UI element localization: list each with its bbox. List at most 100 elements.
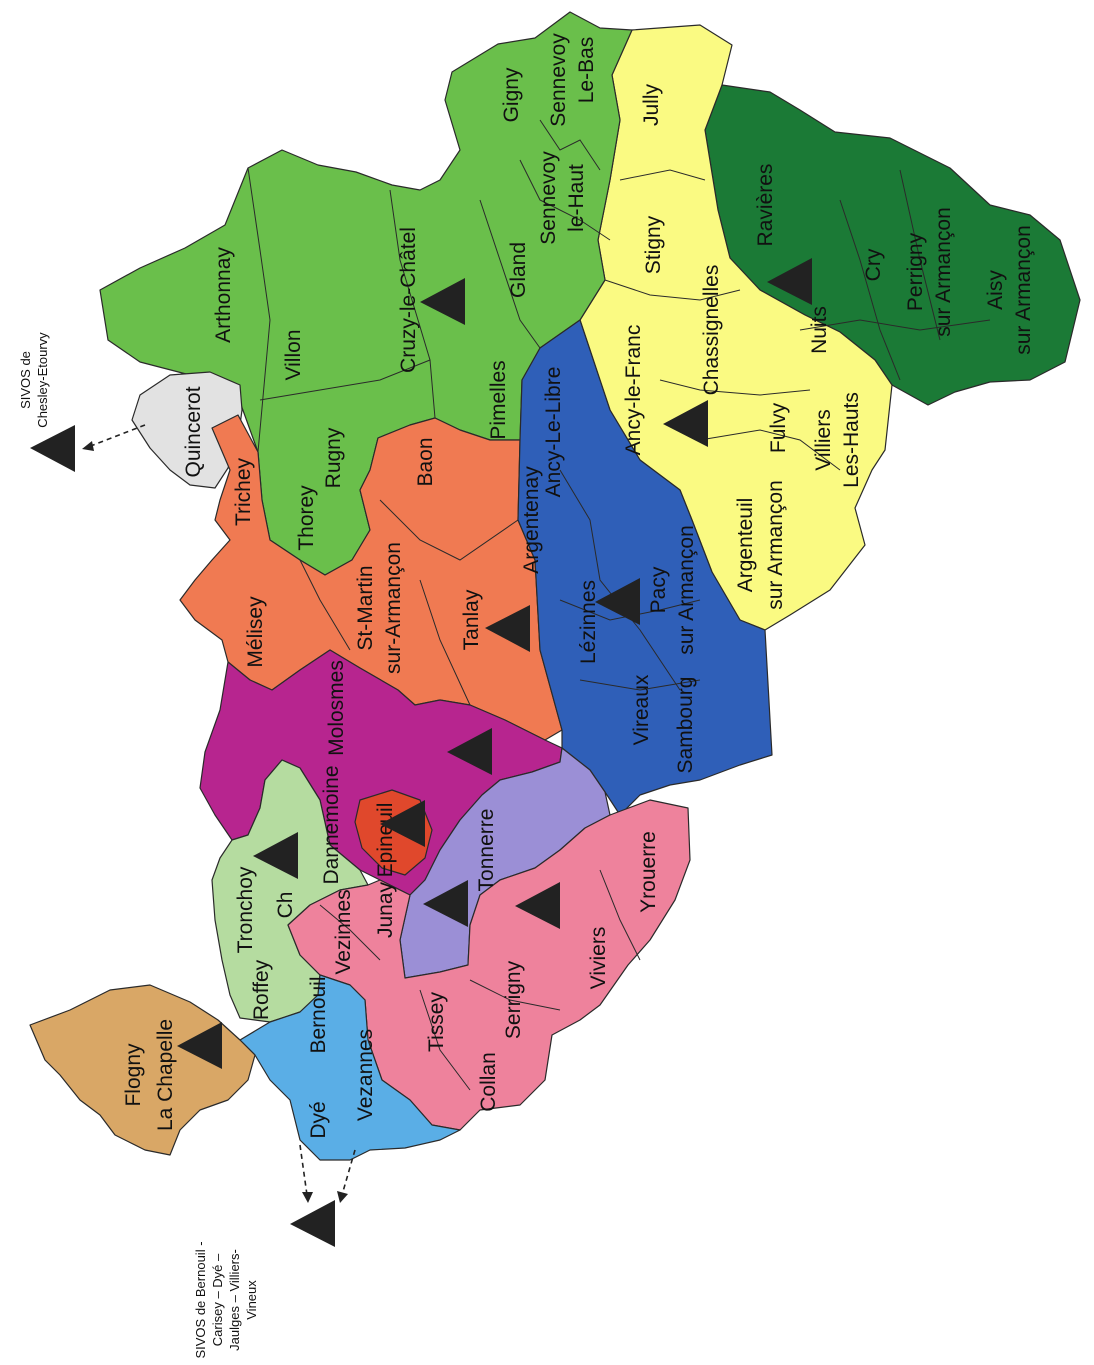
- region-flogny[interactable]: [29, 984, 256, 1156]
- border-line: [299, 559, 351, 651]
- school-marker-triangle[interactable]: [485, 605, 530, 652]
- school-marker-triangle[interactable]: [253, 832, 298, 879]
- border-line: [839, 199, 901, 381]
- label-sennevoy-le-haut: le-Haut: [565, 164, 588, 232]
- label-cry: Cry: [862, 248, 885, 281]
- region-bernouil-group[interactable]: [239, 974, 461, 1161]
- label-pacy: sur Armançon: [675, 525, 698, 655]
- border-line: [247, 167, 271, 453]
- label-epineuil: Epineuil: [374, 803, 397, 878]
- label-stigny: Stigny: [642, 215, 665, 274]
- label-sennevoy-le-bas: Le-Bas: [575, 37, 598, 104]
- border-line: [379, 499, 519, 561]
- label-roffey: Roffey: [250, 959, 273, 1020]
- label-sivos-bernouil: Vineux: [244, 1280, 259, 1320]
- label-serrigny: Serrigny: [502, 960, 525, 1039]
- label-sivos-bernouil: SIVOS de Bernouil -: [193, 1241, 208, 1358]
- label-aisy: Aisy: [984, 270, 1007, 310]
- school-markers: [30, 258, 812, 1247]
- school-marker-triangle[interactable]: [515, 882, 560, 929]
- school-marker-triangle[interactable]: [767, 258, 812, 305]
- label-st-martin: St-Martin: [354, 565, 377, 650]
- school-marker-triangle[interactable]: [663, 400, 708, 447]
- school-marker-triangle[interactable]: [420, 278, 465, 325]
- label-perrigny: Perrigny: [904, 232, 927, 311]
- border-line: [539, 119, 601, 171]
- label-bernouil: Bernouil: [307, 976, 330, 1053]
- label-argentenay: Argentenay: [520, 466, 543, 574]
- region-quincerot[interactable]: [131, 371, 243, 489]
- border-line: [479, 199, 541, 349]
- label-sambourg: Sambourg: [674, 677, 697, 774]
- label-ancy-le-franc: Ancy-le-Franc: [622, 325, 645, 456]
- label-ancy-le-libre: Ancy-Le-Libre: [542, 367, 565, 498]
- arrow-head: [337, 1191, 348, 1203]
- label-ravieres: Ravières: [754, 164, 777, 247]
- label-thorey: Thorey: [295, 485, 318, 551]
- border-line: [579, 679, 701, 691]
- label-st-martin: sur-Armançon: [382, 542, 405, 674]
- label-cheney: Ch: [274, 892, 297, 919]
- label-argenteuil: sur Armançon: [764, 480, 787, 610]
- border-line: [659, 379, 811, 396]
- label-vireaux: Vireaux: [630, 674, 653, 745]
- school-marker-triangle[interactable]: [423, 880, 468, 927]
- label-lezinnes: Lézinnes: [577, 580, 600, 664]
- label-nuits: Nuits: [808, 306, 831, 354]
- label-quincerot: Quincerot: [182, 386, 205, 477]
- border-line: [599, 869, 641, 961]
- school-marker-triangle[interactable]: [177, 1022, 222, 1069]
- label-tronchoy: Tronchoy: [234, 866, 257, 953]
- label-rugny: Rugny: [322, 427, 345, 488]
- label-vezannes: Vezannes: [354, 1029, 377, 1121]
- label-sivos-bernouil: Carisey – Dyé –: [210, 1253, 225, 1346]
- label-jully: Jully: [640, 83, 663, 126]
- label-cruzy-le-chatel: Cruzy-le-Châtel: [397, 227, 420, 373]
- arrow-to-bernouil-sivos: [341, 1149, 356, 1196]
- label-sivos-chesley: Chesley-Etourvy: [35, 332, 50, 428]
- border-line: [519, 159, 611, 241]
- arrow-head: [82, 441, 94, 451]
- border-line: [699, 429, 841, 471]
- region-lezinnes-group[interactable]: [517, 319, 773, 816]
- border-line: [604, 279, 741, 301]
- label-trichey: Trichey: [232, 457, 255, 526]
- regions: [29, 11, 1081, 1161]
- school-marker-triangle[interactable]: [30, 425, 75, 472]
- border-line: [559, 469, 681, 691]
- label-villiers-les-hauts: Villiers: [812, 409, 835, 470]
- label-dye: Dyé: [307, 1101, 330, 1138]
- label-collan: Collan: [477, 1052, 500, 1112]
- label-arthonnay: Arthonnay: [212, 247, 235, 343]
- label-molosmes: Molosmes: [325, 660, 348, 756]
- label-tissey: Tissey: [425, 992, 448, 1052]
- label-gigny: Gigny: [500, 67, 523, 122]
- school-marker-triangle[interactable]: [595, 578, 640, 625]
- label-sennevoy-le-haut: Sennevoy: [537, 151, 560, 245]
- border-line: [419, 579, 471, 706]
- label-pimelles: Pimelles: [487, 360, 510, 439]
- label-yrouerre: Yrouerre: [637, 831, 660, 913]
- arrow-head: [302, 1192, 313, 1203]
- school-marker-triangle[interactable]: [447, 728, 492, 775]
- border-line: [389, 189, 436, 419]
- label-villiers-les-hauts: Les-Hauts: [840, 392, 863, 488]
- school-marker-triangle[interactable]: [290, 1200, 335, 1247]
- border-line: [899, 169, 941, 341]
- label-vezinnes: Vezinnes: [332, 889, 355, 974]
- border-line: [469, 979, 561, 1011]
- border-line: [619, 169, 706, 181]
- border-line: [319, 904, 381, 961]
- label-argenteuil: Argenteuil: [734, 498, 757, 593]
- label-tanlay: Tanlay: [460, 589, 483, 650]
- label-fulvy: Fulvy: [767, 402, 790, 453]
- label-sennevoy-le-bas: Sennevoy: [547, 33, 570, 127]
- label-baon: Baon: [414, 437, 437, 486]
- label-sivos-chesley: SIVOS de: [18, 351, 33, 409]
- arrow-to-chesley: [87, 424, 146, 448]
- label-viviers: Viviers: [587, 927, 610, 990]
- arrow-to-bernouil-sivos: [299, 1144, 308, 1196]
- school-marker-triangle[interactable]: [380, 800, 425, 847]
- commune-labels: Gigny Sennevoy Le-Bas Jully Sennevoy le-…: [122, 33, 1035, 1139]
- label-flogny-la-chapelle: Flogny: [122, 1043, 145, 1107]
